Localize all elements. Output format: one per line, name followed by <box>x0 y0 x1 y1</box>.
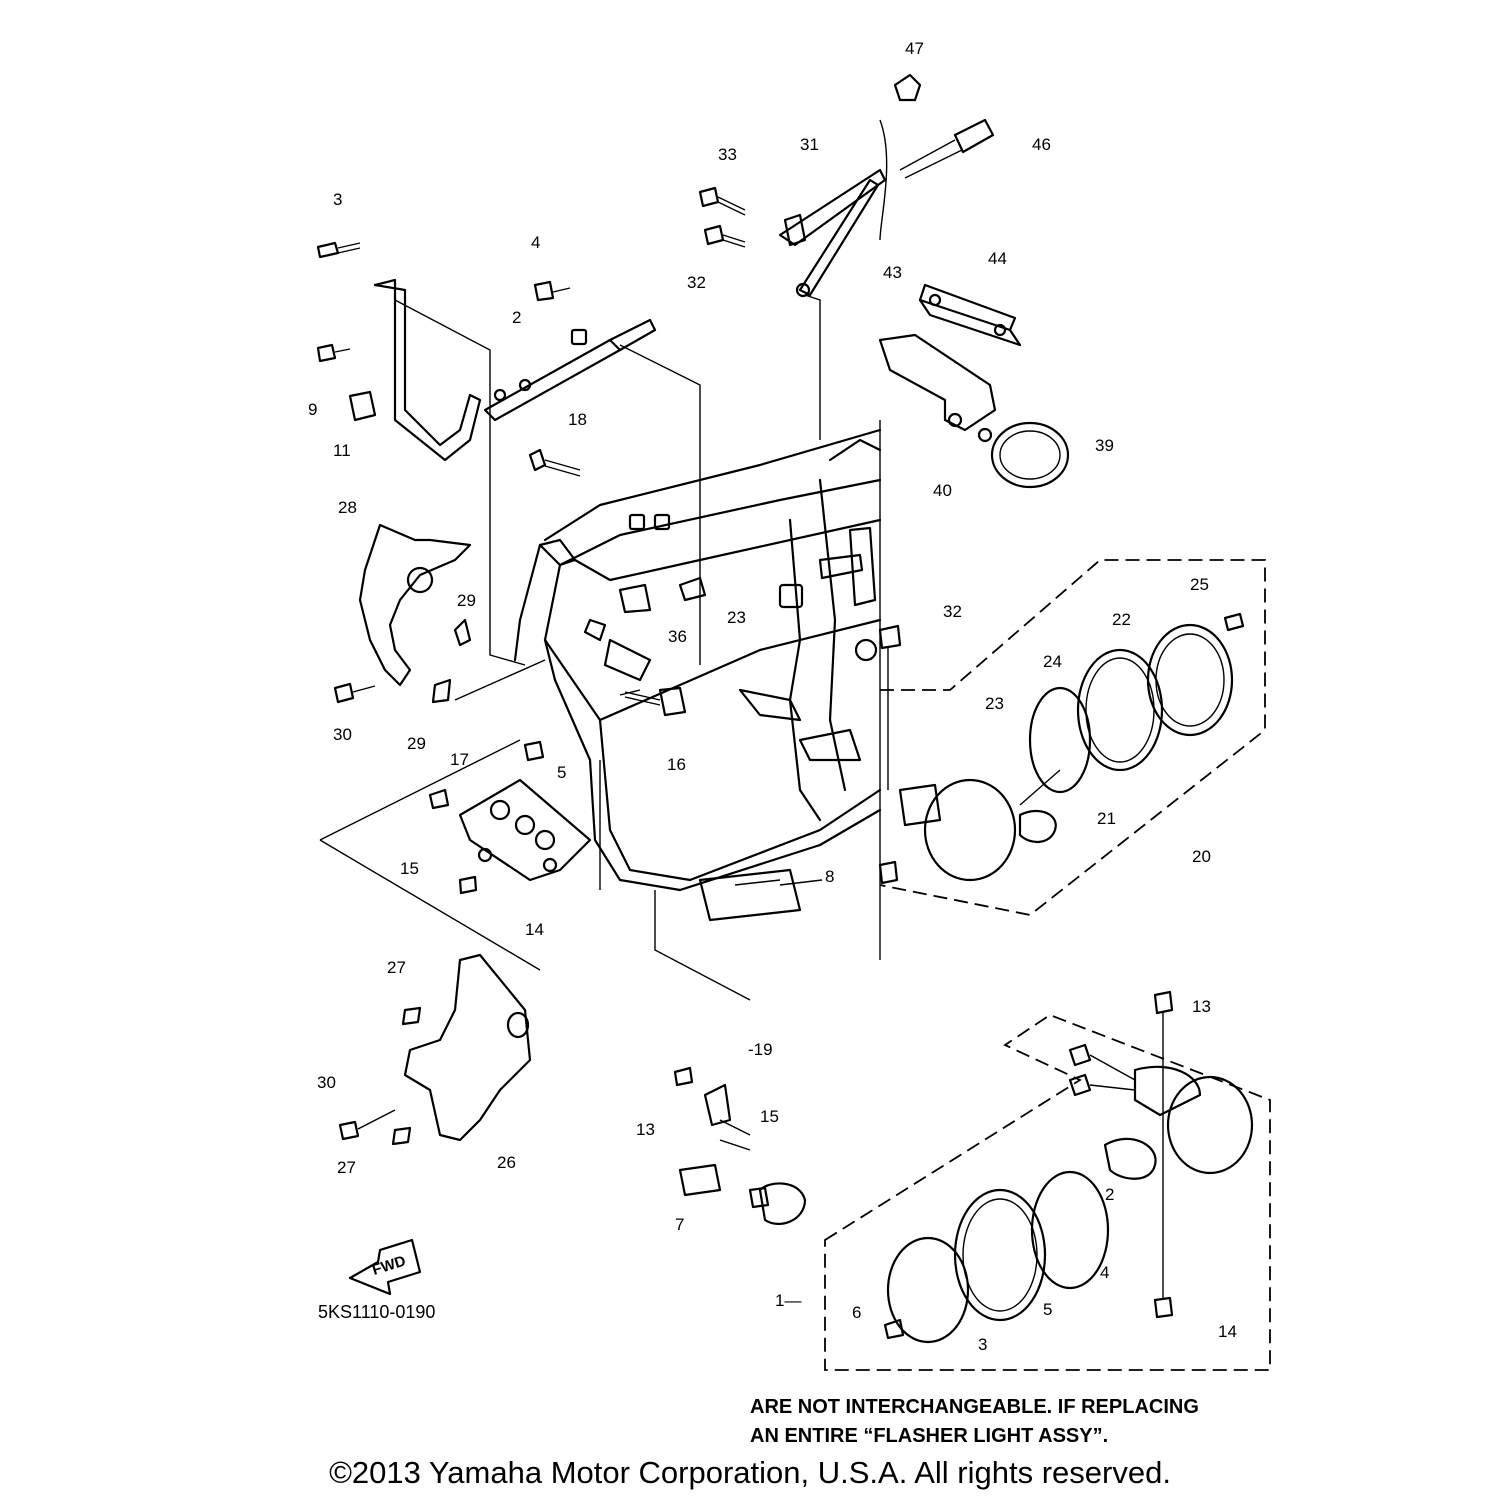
callout-40: 40 <box>933 481 952 500</box>
callout-27-lower: 27 <box>337 1158 356 1177</box>
front-flasher-assembly <box>878 559 1266 916</box>
note-line-1: ARE NOT INTERCHANGEABLE. IF REPLACING <box>750 1396 1199 1418</box>
callout-13-rear-bolt: 13 <box>1192 997 1211 1016</box>
callout-20: 20 <box>1192 847 1211 866</box>
fwd-arrow-icon: FWD <box>348 1238 422 1296</box>
callout-15-bracket: 15 <box>760 1107 779 1126</box>
upper-mount-bracket <box>698 73 995 298</box>
callout-30-upper: 30 <box>333 725 352 744</box>
callout-16: 16 <box>667 755 686 774</box>
callout-3-rear: 3 <box>978 1335 987 1354</box>
callout-36: 36 <box>668 627 687 646</box>
grab-bar-assembly <box>316 241 657 477</box>
callout-30-lower: 30 <box>317 1073 336 1092</box>
callout-29-lower: 29 <box>407 734 426 753</box>
callout-13-bracket: 13 <box>636 1120 655 1139</box>
callout-24: 24 <box>1043 652 1062 671</box>
diagram-code: 5KS1110-0190 <box>318 1302 435 1322</box>
callout-47: 47 <box>905 39 924 58</box>
callout-5-rear: 5 <box>1043 1300 1052 1319</box>
callout-23-frame: 23 <box>727 608 746 627</box>
callout-33: 33 <box>718 145 737 164</box>
callout-labels: 47 46 33 31 32 43 44 3 4 2 9 11 18 39 40… <box>308 39 1237 1354</box>
callout-5-frame: 5 <box>557 763 566 782</box>
callout-14-rear: 14 <box>1218 1322 1237 1341</box>
copyright-notice: ©2013 Yamaha Motor Corporation, U.S.A. A… <box>329 1455 1171 1490</box>
callout-4-rear: 4 <box>1100 1263 1109 1282</box>
reflector-bracket <box>878 283 1070 489</box>
callout-25: 25 <box>1190 575 1209 594</box>
callout-11: 11 <box>333 441 351 460</box>
callout-19: -19 <box>748 1040 773 1059</box>
callout-32-upper: 32 <box>687 273 706 292</box>
callout-9: 9 <box>308 400 317 419</box>
callout-15-mount: 15 <box>400 859 419 878</box>
callout-3-upper: 3 <box>333 190 342 209</box>
callout-28: 28 <box>338 498 357 517</box>
callout-23-flasher: 23 <box>985 694 1004 713</box>
callout-39: 39 <box>1095 436 1114 455</box>
callout-44: 44 <box>988 249 1007 268</box>
callout-31: 31 <box>800 135 819 154</box>
callout-43: 43 <box>883 263 902 282</box>
callout-2-upper: 2 <box>512 308 521 327</box>
callout-29-upper: 29 <box>457 591 476 610</box>
callout-46: 46 <box>1032 135 1051 154</box>
callout-22: 22 <box>1112 610 1131 629</box>
callout-14-mount: 14 <box>525 920 544 939</box>
side-cover-upper <box>333 523 472 704</box>
note-line-2: AN ENTIRE “FLASHER LIGHT ASSY”. <box>750 1425 1109 1447</box>
callout-26: 26 <box>497 1153 516 1172</box>
callout-1: 1— <box>775 1291 801 1310</box>
callout-32-lower: 32 <box>943 602 962 621</box>
rear-flasher-assembly <box>673 990 1271 1371</box>
callout-17: 17 <box>450 750 469 769</box>
engine-mount-bracket <box>428 686 687 895</box>
callout-7: 7 <box>675 1215 684 1234</box>
fwd-label: FWD <box>370 1253 408 1279</box>
callout-18: 18 <box>568 410 587 429</box>
callout-27-upper: 27 <box>387 958 406 977</box>
callout-4-upper: 4 <box>531 233 540 252</box>
leader-lines <box>319 294 1061 1151</box>
callout-6: 6 <box>852 1303 861 1322</box>
callout-21: 21 <box>1097 809 1116 828</box>
side-cover-lower <box>338 953 532 1146</box>
callout-2-rear: 2 <box>1105 1185 1114 1204</box>
callout-8: 8 <box>825 867 834 886</box>
